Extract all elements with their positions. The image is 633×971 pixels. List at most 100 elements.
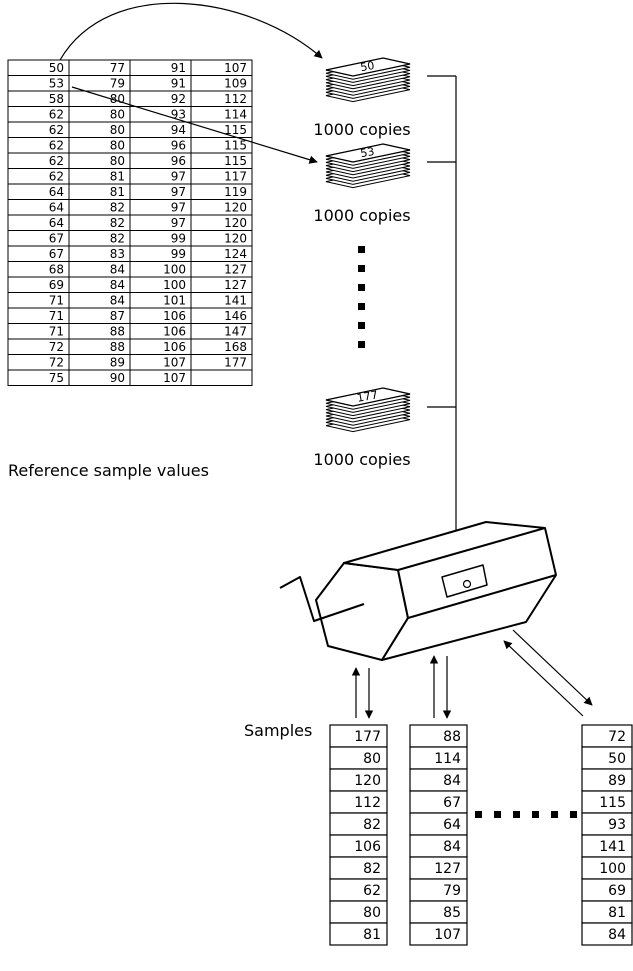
arrow-50-to-stack: [59, 2, 323, 61]
sample-cell: [409, 922, 468, 946]
table-cell-value: 115: [224, 123, 247, 137]
sample-value: 84: [443, 839, 461, 855]
stack-value: 53: [359, 145, 375, 160]
sample-value: 114: [434, 751, 461, 767]
table-cell-value: 67: [49, 247, 64, 261]
table-cell-value: 64: [49, 201, 64, 215]
sample-value: 93: [608, 817, 626, 833]
sample-value: 82: [363, 861, 381, 877]
sample-value: 120: [354, 773, 381, 789]
table-cell-value: 127: [224, 278, 247, 292]
table-cell-value: 82: [110, 232, 125, 246]
arrow-53-to-stack: [71, 86, 318, 164]
collection-bracket: [427, 75, 461, 585]
table-cell-value: 177: [224, 356, 247, 370]
table-cell-value: 71: [49, 294, 64, 308]
stack-copies-label: 1000 copies: [313, 450, 410, 469]
table-cell-value: 84: [110, 294, 125, 308]
sample-value: 79: [443, 883, 461, 899]
table-cell-value: 80: [110, 139, 125, 153]
sample-value: 141: [599, 839, 626, 855]
sample-value: 50: [608, 751, 626, 767]
table-cell-value: 77: [110, 61, 125, 75]
sample-draw-arrows: [351, 629, 593, 719]
table-cell-value: 109: [224, 77, 247, 91]
table-cell-value: 81: [110, 185, 125, 199]
stack-value: 50: [359, 59, 375, 74]
table-cell-value: 147: [224, 325, 247, 339]
samples-label: Samples: [244, 721, 312, 740]
table-cell-value: 107: [163, 371, 186, 385]
table-cell-value: 62: [49, 170, 64, 184]
sample-columns: 1778012011282106826280818811484676484127…: [329, 724, 633, 946]
paper-stack: 53 1000 copies: [313, 143, 411, 225]
table-cell: [190, 369, 253, 386]
hatch-knob-icon: [462, 579, 472, 589]
sample-value: 81: [608, 905, 626, 921]
table-cell-value: 68: [49, 263, 64, 277]
sample-value: 106: [354, 839, 381, 855]
sample-value: 84: [443, 773, 461, 789]
table-cell-value: 62: [49, 139, 64, 153]
table-cell-value: 112: [224, 92, 247, 106]
table-cell-value: 64: [49, 216, 64, 230]
sample-value: 64: [443, 817, 461, 833]
table-cell-value: 83: [110, 247, 125, 261]
table-cell-value: 75: [49, 371, 64, 385]
table-cell-value: 101: [163, 294, 186, 308]
table-cell-value: 107: [224, 61, 247, 75]
table-cell-value: 99: [171, 232, 186, 246]
sample-value: 89: [608, 773, 626, 789]
table-cell-value: 127: [224, 263, 247, 277]
table-cell-value: 69: [49, 278, 64, 292]
table-cell-value: 87: [110, 309, 125, 323]
table-cell-value: 91: [171, 61, 186, 75]
mixing-drum: [279, 521, 557, 661]
table-cell-value: 114: [224, 108, 247, 122]
sample-cell: [329, 922, 388, 946]
table-cell-value: 81: [110, 170, 125, 184]
sample-value: 88: [443, 729, 461, 745]
table-cell-value: 115: [224, 154, 247, 168]
sample-value: 80: [363, 905, 381, 921]
table-cell-value: 99: [171, 247, 186, 261]
sample-value: 100: [599, 861, 626, 877]
table-cell-value: 97: [171, 216, 186, 230]
table-cell-value: 72: [49, 340, 64, 354]
table-cell-value: 96: [171, 154, 186, 168]
table-cell-value: 100: [163, 263, 186, 277]
sample-value: 85: [443, 905, 461, 921]
table-cell-value: 106: [163, 325, 186, 339]
table-cell-value: 80: [110, 154, 125, 168]
table-cell-value: 90: [110, 371, 125, 385]
table-cell-value: 72: [49, 356, 64, 370]
table-cell-value: 84: [110, 263, 125, 277]
table-cell-value: 94: [171, 123, 186, 137]
table-cell-value: 88: [110, 325, 125, 339]
top-sheet: [325, 57, 411, 77]
table-cell-value: 80: [110, 108, 125, 122]
sample-cell: [581, 922, 633, 946]
table-cell-value: 97: [171, 201, 186, 215]
table-cell-value: 79: [110, 77, 125, 91]
table-cell-value: 80: [110, 123, 125, 137]
sample-value: 80: [363, 751, 381, 767]
table-cell-value: 62: [49, 108, 64, 122]
table-cell-value: 119: [224, 185, 247, 199]
table-cell-value: 64: [49, 185, 64, 199]
sample-value: 177: [354, 729, 381, 745]
table-cell-value: 146: [224, 309, 247, 323]
table-cell-value: 82: [110, 201, 125, 215]
sample-value: 107: [434, 927, 461, 943]
table-cell-value: 92: [171, 92, 186, 106]
table-cell-value: 100: [163, 278, 186, 292]
table-cell-value: 62: [49, 123, 64, 137]
stack-copies-label: 1000 copies: [313, 206, 410, 225]
sample-value: 67: [443, 795, 461, 811]
